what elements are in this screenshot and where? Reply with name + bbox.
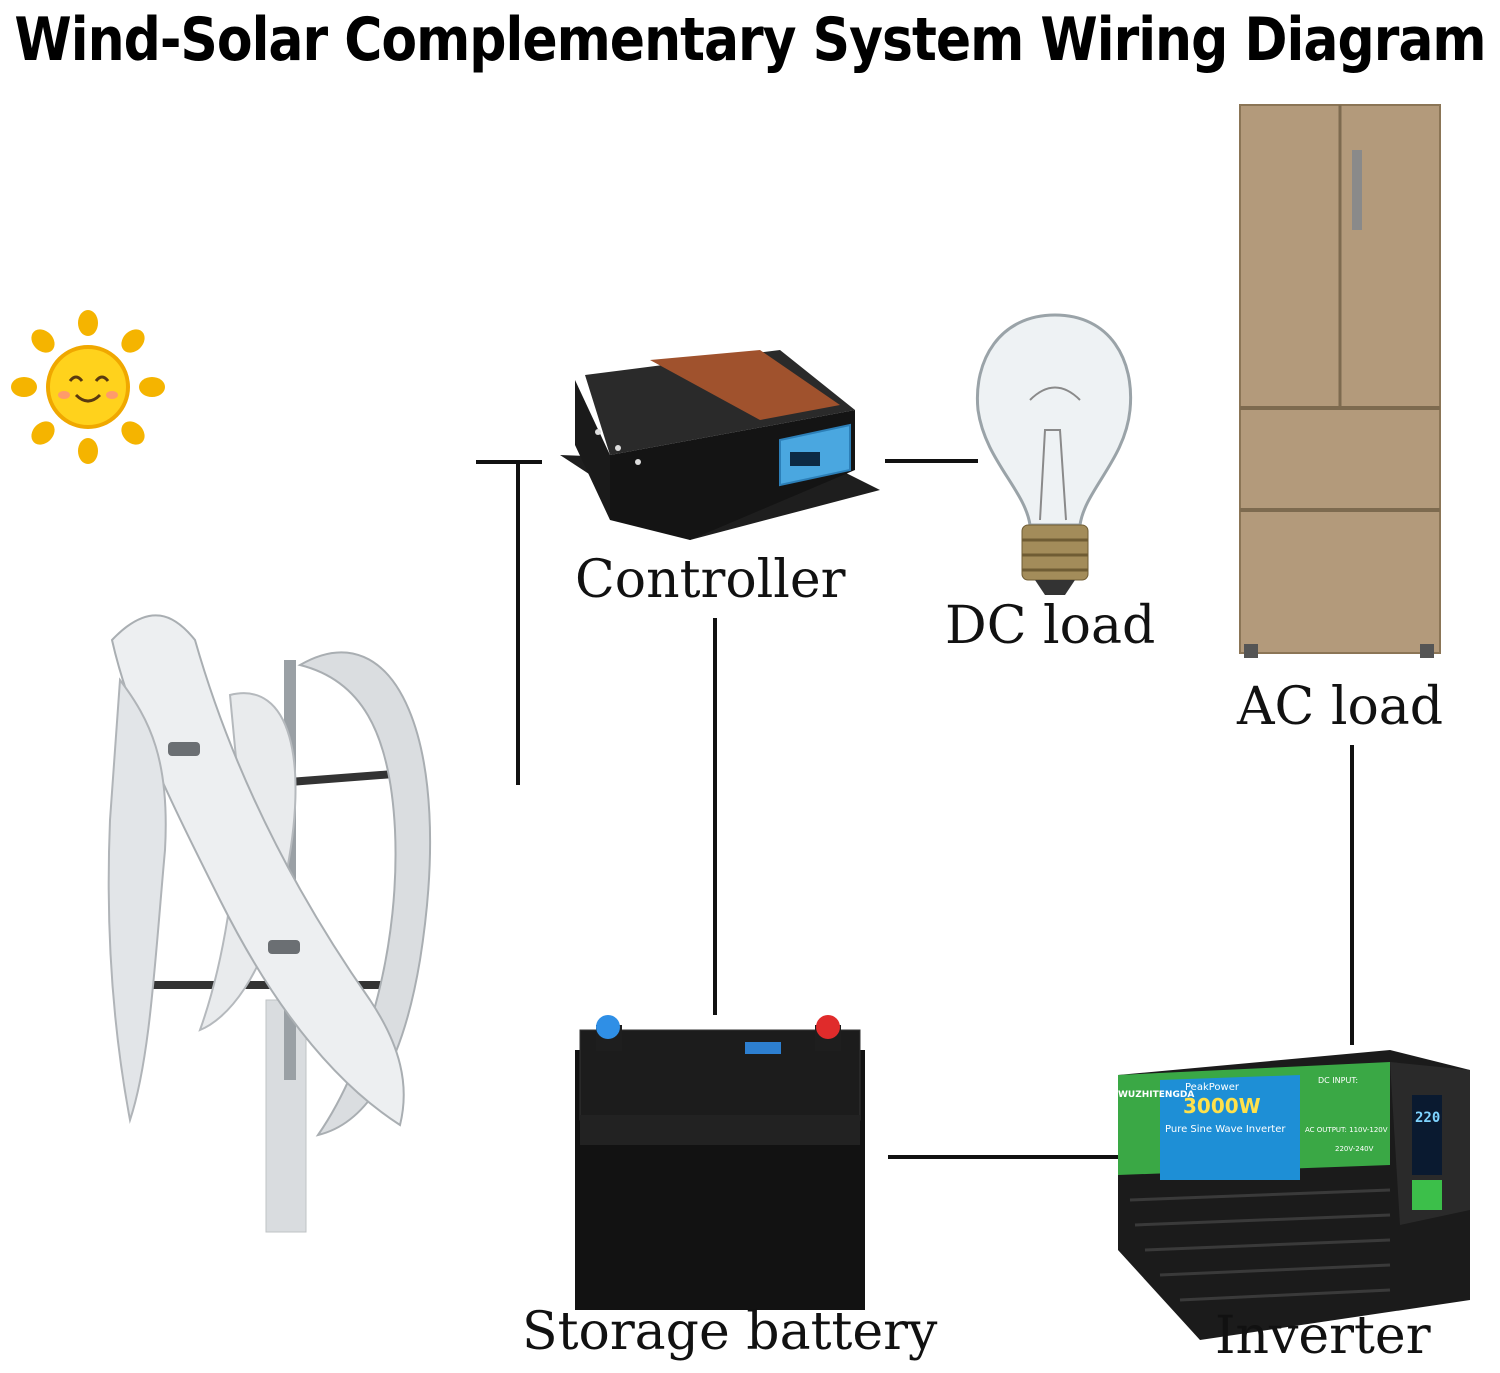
controller-image (560, 350, 880, 540)
inverter-image (1118, 1050, 1470, 1340)
inverter-brand: WUZHITENGDA (1118, 1090, 1195, 1100)
inverter-power: 3000W (1183, 1094, 1261, 1118)
battery-label: Storage battery (522, 1302, 938, 1362)
dc-load-label: DC load (945, 596, 1156, 656)
ac-load-label: AC load (1237, 677, 1444, 737)
inverter-dc-input: DC INPUT: (1318, 1076, 1359, 1085)
inverter-type: Pure Sine Wave Inverter (1165, 1124, 1286, 1135)
wiring (476, 459, 1354, 1159)
inverter-reading: 220 (1415, 1110, 1441, 1126)
light-bulb-image (975, 313, 1133, 595)
refrigerator-image (1239, 104, 1441, 658)
inverter-peak-label: PeakPower (1185, 1082, 1239, 1093)
sun-icon (11, 310, 165, 464)
battery-image (575, 1015, 865, 1310)
wind-turbine-image (107, 614, 432, 1233)
inverter-ac-output-2: 220V-240V (1335, 1145, 1374, 1153)
controller-label: Controller (575, 550, 846, 610)
inverter-label: Inverter (1215, 1306, 1431, 1366)
inverter-ac-output-1: AC OUTPUT: 110V-120V (1305, 1126, 1388, 1134)
diagram-title: Wind-Solar Complementary System Wiring D… (14, 5, 1486, 75)
